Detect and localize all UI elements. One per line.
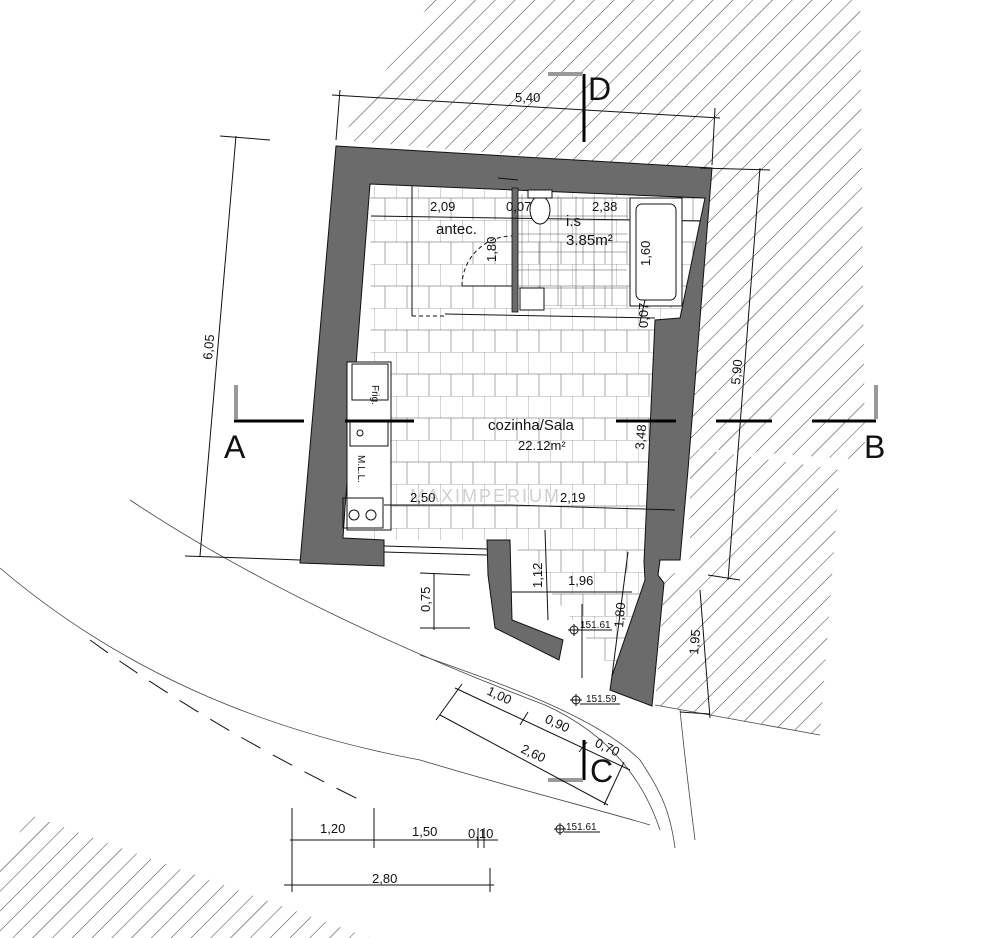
dim-label-180a: 1,80 bbox=[484, 237, 499, 262]
dishwasher-label: M.L.L. bbox=[355, 455, 366, 483]
dim-label-090: 0,90 bbox=[543, 711, 572, 735]
stove bbox=[342, 497, 384, 529]
window-sill-2 bbox=[383, 545, 488, 550]
terrain-hatch-bottom-left bbox=[0, 815, 370, 938]
level-markers bbox=[554, 624, 620, 835]
bathtub-inner bbox=[635, 203, 677, 301]
partition-wall-1 bbox=[511, 187, 519, 313]
room-label-bathroom: i.s bbox=[566, 213, 581, 230]
dim-label-540: 5,40 bbox=[515, 90, 540, 105]
section-label-c: C bbox=[590, 753, 613, 789]
sink-drain bbox=[356, 429, 364, 437]
dim-label-196: 1,96 bbox=[568, 573, 593, 588]
room-area-bathroom: 3.85m² bbox=[566, 232, 613, 249]
living-floor-tiles bbox=[370, 186, 705, 680]
road-line-2 bbox=[129, 499, 661, 831]
dim-label-112: 1,12 bbox=[530, 563, 545, 588]
stove-burner-1 bbox=[348, 509, 360, 521]
dim-label-180b: 1,80 bbox=[611, 602, 628, 629]
partition-line-2 bbox=[444, 313, 656, 319]
dim-label-605: 6,05 bbox=[200, 334, 217, 361]
dim-label-160: 1,60 bbox=[638, 241, 653, 266]
door-swing-entry bbox=[461, 235, 513, 287]
dim-label-195: 1,95 bbox=[686, 629, 703, 656]
road-line-4 bbox=[89, 639, 361, 801]
dim-label-250: 2,50 bbox=[410, 490, 435, 505]
road-line-3 bbox=[419, 654, 676, 849]
terrain-hatch-top bbox=[340, 0, 865, 460]
dim-label-348: 3,48 bbox=[632, 424, 649, 451]
dim-label-280: 2,80 bbox=[372, 871, 397, 886]
room-label-living: cozinha/Sala bbox=[488, 417, 575, 434]
room-area-living: 22.12m² bbox=[518, 438, 566, 453]
toilet-tank bbox=[527, 189, 553, 199]
dim-label-238: 2,38 bbox=[592, 199, 617, 214]
road-line-6 bbox=[654, 704, 821, 736]
dim-label-260: 2,60 bbox=[519, 741, 548, 765]
room-label-entry: antec. bbox=[436, 221, 477, 238]
dim-label-120: 1,20 bbox=[320, 821, 345, 836]
fridge-box bbox=[351, 363, 389, 401]
toilet bbox=[529, 195, 551, 225]
washbasin bbox=[519, 287, 545, 311]
exterior-walls bbox=[299, 145, 713, 707]
dim-label-007a: 0,07 bbox=[506, 199, 531, 214]
level-label-2: 151.59 bbox=[586, 694, 617, 705]
dim-label-007b: 0,07 bbox=[636, 303, 651, 328]
watermark: MAXIMPERIUM bbox=[410, 486, 561, 506]
section-label-a: A bbox=[224, 429, 246, 465]
dim-label-150: 1,50 bbox=[412, 824, 437, 839]
dim-label-010: 0,10 bbox=[468, 826, 493, 841]
dim-label-219: 2,19 bbox=[560, 490, 585, 505]
dimension-lines bbox=[184, 89, 771, 892]
road-line-5 bbox=[679, 709, 696, 841]
level-label-3: 151.61 bbox=[566, 822, 597, 833]
dim-label-590: 5,90 bbox=[728, 359, 745, 386]
section-label-d: D bbox=[588, 71, 611, 107]
bathtub bbox=[629, 197, 683, 307]
dim-label-209: 2,09 bbox=[430, 199, 455, 214]
fridge-label: Frig. bbox=[369, 385, 380, 405]
terrain-hatch-right bbox=[655, 448, 840, 735]
dim-label-075: 0,75 bbox=[418, 587, 433, 612]
road-line-1 bbox=[0, 567, 651, 826]
level-label-1: 151.61 bbox=[580, 620, 611, 631]
section-label-b: B bbox=[864, 429, 885, 465]
stove-burner-2 bbox=[365, 509, 377, 521]
window-sill bbox=[383, 551, 488, 556]
